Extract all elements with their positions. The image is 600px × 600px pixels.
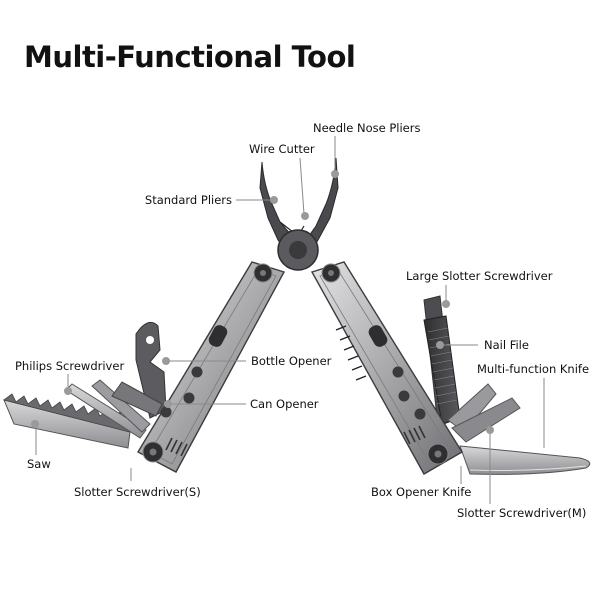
labels: Needle Nose Pliers Wire Cutter Standard …: [15, 121, 589, 520]
page-title: Multi-Functional Tool: [24, 40, 356, 74]
label-slotter-screwdriver-s: Slotter Screwdriver(S): [74, 485, 201, 499]
label-large-slotter-screwdriver: Large Slotter Screwdriver: [406, 269, 553, 283]
right-handle: [310, 261, 463, 475]
leader-lines: [31, 136, 545, 504]
label-philips-screwdriver: Philips Screwdriver: [15, 359, 124, 373]
label-can-opener: Can Opener: [250, 397, 319, 411]
label-multi-function-knife: Multi-function Knife: [477, 362, 589, 376]
box-opener-tool: [451, 397, 521, 443]
pivot: [277, 229, 319, 271]
slotter-screwdriver-s-tool: [91, 379, 151, 433]
label-needle-nose-pliers: Needle Nose Pliers: [313, 121, 420, 135]
label-bottle-opener: Bottle Opener: [251, 354, 332, 368]
saw-blade: [3, 393, 131, 449]
label-wire-cutter: Wire Cutter: [249, 142, 315, 156]
nail-file-tool: [423, 315, 461, 425]
main-knife-blade: [459, 445, 591, 475]
can-opener-tool: [111, 381, 163, 417]
philips-screwdriver-tool: [65, 383, 147, 439]
label-box-opener-knife: Box Opener Knife: [371, 485, 471, 499]
label-slotter-screwdriver-m: Slotter Screwdriver(M): [457, 506, 586, 520]
left-handle: [137, 261, 286, 473]
multitool-illustration: [3, 157, 591, 475]
label-saw: Saw: [27, 457, 51, 471]
label-standard-pliers: Standard Pliers: [145, 193, 232, 207]
label-nail-file: Nail File: [484, 338, 529, 352]
